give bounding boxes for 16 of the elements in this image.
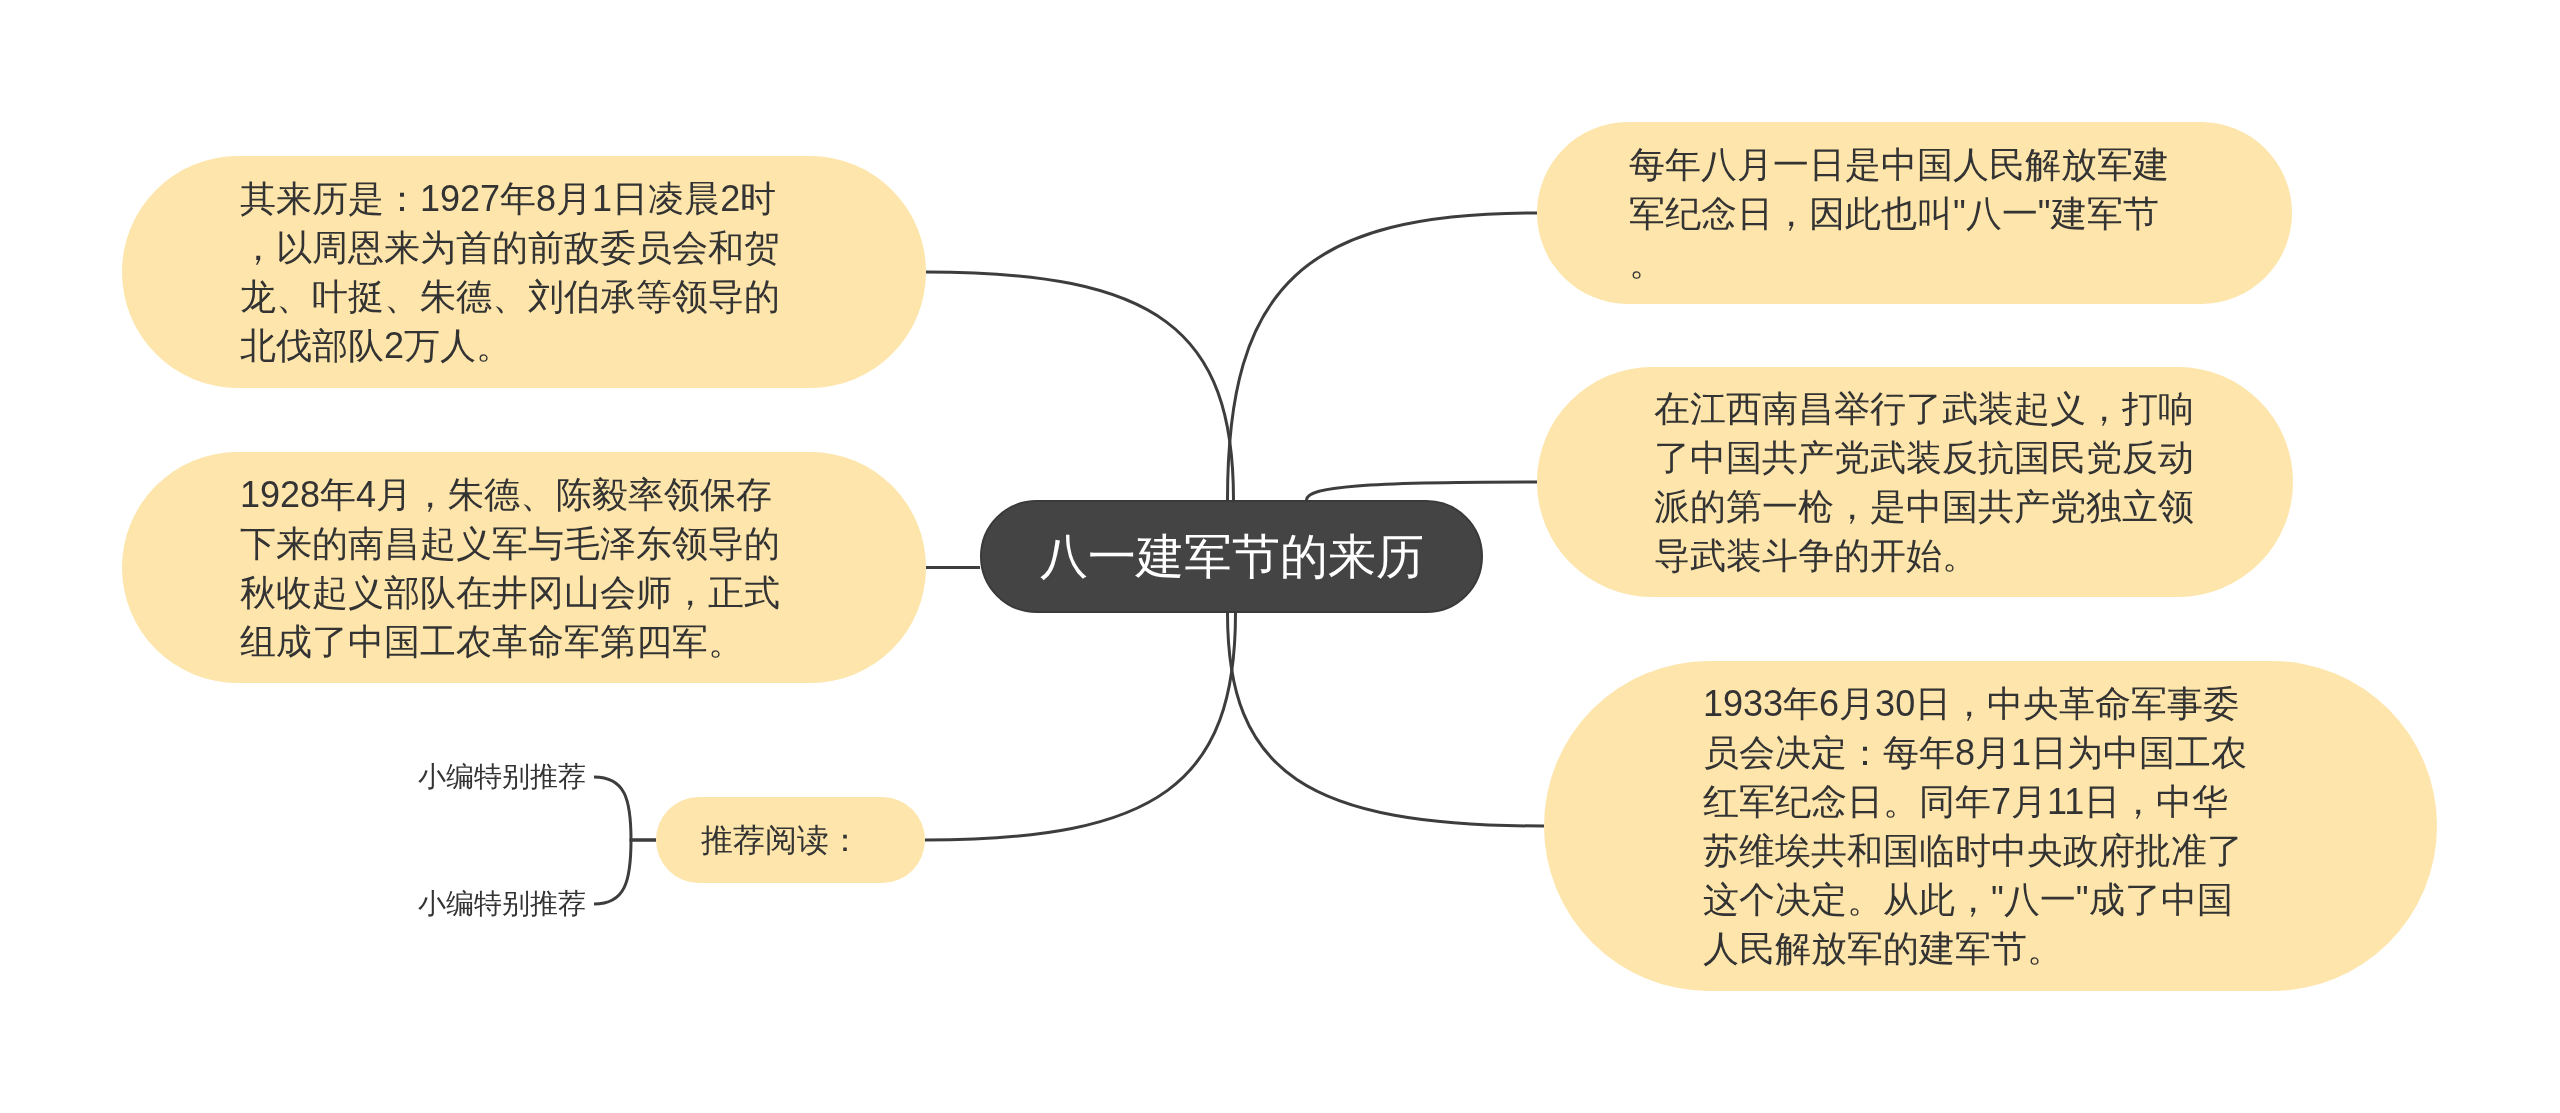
connector-line bbox=[926, 566, 980, 569]
topic-text: 在江西南昌举行了武装起义，打响了中国共产党武装反抗国民党反动派的第一枪，是中国共产党独立领导武装斗争的开始。 bbox=[1654, 387, 2195, 578]
leaf-text: 小编特别推荐 bbox=[418, 760, 594, 794]
subtopic-text: 推荐阅读： bbox=[700, 821, 861, 860]
connector-line bbox=[925, 270, 1235, 501]
topic-text: 每年八月一日是中国人民解放军建军纪念日，因此也叫"八一"建军节。 bbox=[1629, 142, 2170, 285]
topic-text: 其来历是：1927年8月1日凌晨2时，以周恩来为首的前敌委员会和贺龙、叶挺、朱德、刘伯承等领导的北伐部队2万人。 bbox=[240, 177, 781, 368]
central-topic-text: 八一建军节的来历 bbox=[1039, 528, 1424, 585]
topic-text: 1928年4月，朱德、陈毅率领保存下来的南昌起义军与毛泽东领导的秋收起义部队在井冈山会师，正式组成了中国工农革命军第四军。 bbox=[240, 472, 781, 664]
connector-line bbox=[1305, 480, 1537, 501]
connector-line bbox=[924, 612, 1237, 842]
topic-text: 1933年6月30日，中央革命军事委员会决定：每年8月1日为中国工农红军纪念日。同年7月11日，中华苏维埃共和国临时中央政府批准了这个决定。从此，"八一"成了中国人民解放军的建军节。 bbox=[1703, 682, 2249, 971]
connector-line bbox=[1226, 612, 1545, 828]
connector-line bbox=[593, 838, 656, 906]
connector-line bbox=[1226, 211, 1538, 501]
leaf-text: 小编特别推荐 bbox=[418, 887, 594, 921]
